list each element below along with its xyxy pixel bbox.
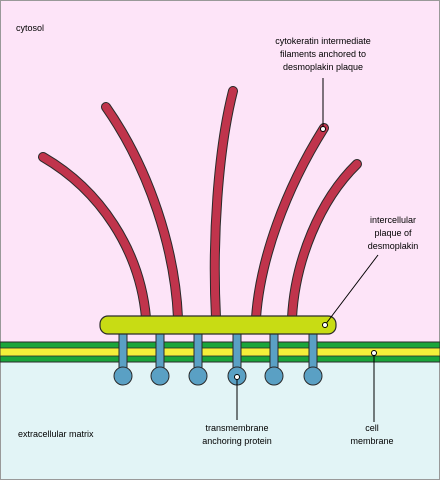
filament: [38, 152, 151, 323]
anchoring-protein: [264, 332, 284, 386]
filament: [209, 86, 238, 323]
filaments-label-line1: cytokeratin intermediate: [275, 36, 371, 46]
filaments-label-line3: desmoplakin plaque: [283, 62, 363, 72]
filament: [251, 123, 329, 323]
plaque-label-line2: plaque of: [374, 228, 412, 238]
plaque-label-line1: intercellular: [370, 215, 416, 225]
anchoring-protein: [188, 332, 208, 386]
filaments-label-line2: filaments anchored to: [280, 49, 366, 59]
pointers: [236, 78, 379, 422]
plaque-label-line3: desmoplakin: [368, 241, 419, 251]
protein-label-line1: transmembrane: [205, 423, 268, 433]
membrane-label-line1: cell: [365, 423, 379, 433]
extracellular-matrix-label: extracellular matrix: [18, 429, 94, 439]
filament: [287, 159, 362, 323]
filament: [101, 102, 183, 323]
pointer-dots: [234, 126, 377, 380]
cytokeratin-filaments: [38, 86, 362, 323]
membrane-label-line2: membrane: [350, 436, 393, 446]
plaque-pointer: [324, 254, 379, 326]
desmoplakin-plaque: [99, 315, 337, 335]
extracellular-region: [0, 347, 440, 480]
transmembrane-proteins: [113, 332, 323, 386]
cell-membrane: [0, 341, 440, 363]
cytosol-label: cytosol: [16, 23, 44, 33]
protein-label-line2: anchoring protein: [202, 436, 272, 446]
